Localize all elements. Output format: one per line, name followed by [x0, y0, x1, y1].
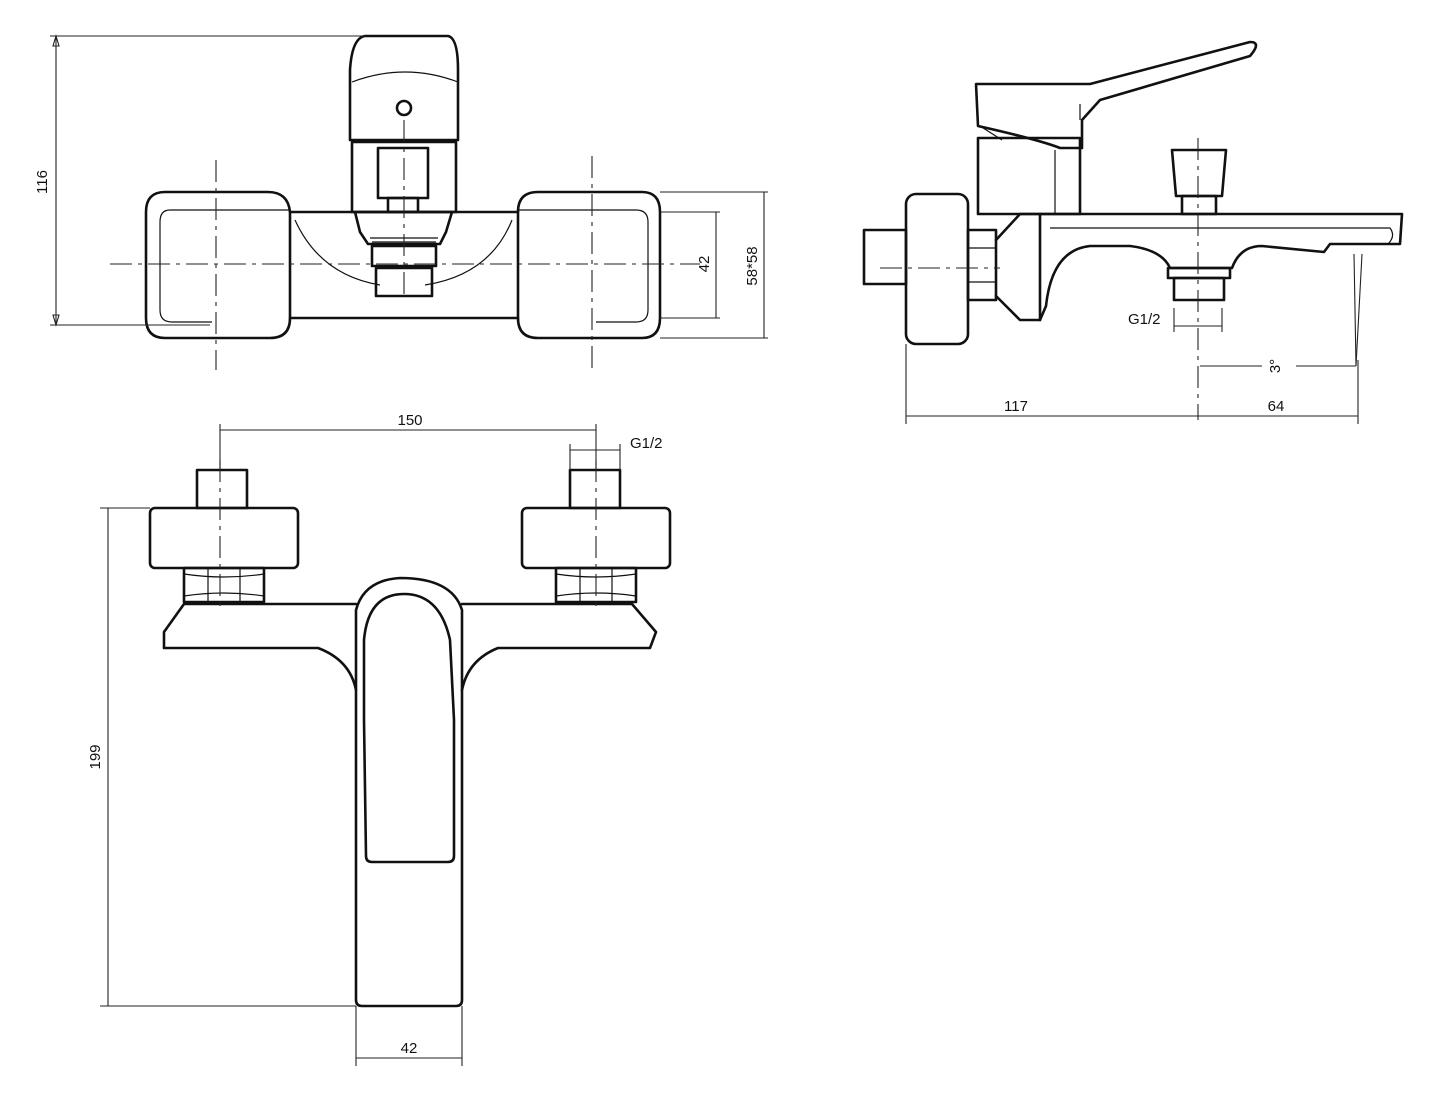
- side-view-thread-label: G1/2: [1128, 311, 1161, 328]
- front-view-spacing-label: 150: [397, 412, 422, 429]
- side-view-diverter-knob: [1170, 148, 1228, 198]
- front-view-body: [162, 602, 658, 692]
- top-view-left-flange: [144, 190, 292, 340]
- side-view-lever: [974, 40, 1258, 150]
- side-view-inlet-stub: [862, 228, 908, 286]
- side-view-flange: [904, 192, 970, 346]
- front-view-left-flange: [148, 506, 300, 570]
- front-view-height-label: 199: [87, 744, 104, 769]
- top-view: 116 42 58*58: [34, 34, 768, 370]
- front-view-thread-label: G1/2: [630, 435, 663, 452]
- front-view-lever: [362, 592, 456, 864]
- side-view-spout: [1038, 212, 1404, 322]
- top-view-handle: [348, 34, 460, 142]
- side-view-angle-label: 3°: [1267, 359, 1284, 373]
- top-view-right-flange: [516, 190, 662, 340]
- side-view-spout-label: 64: [1268, 398, 1285, 415]
- front-view: 150 G1/2 199 42: [87, 412, 672, 1066]
- front-view-width-label: 42: [401, 1040, 418, 1057]
- side-view: G1/2 3° 117 64: [862, 40, 1404, 424]
- top-view-height-label: 116: [34, 170, 51, 194]
- top-view-depth-label: 42: [696, 256, 713, 273]
- front-view-spout: [354, 576, 464, 1008]
- side-view-depth-label: 117: [1004, 398, 1028, 415]
- top-view-flange-label: 58*58: [744, 246, 761, 285]
